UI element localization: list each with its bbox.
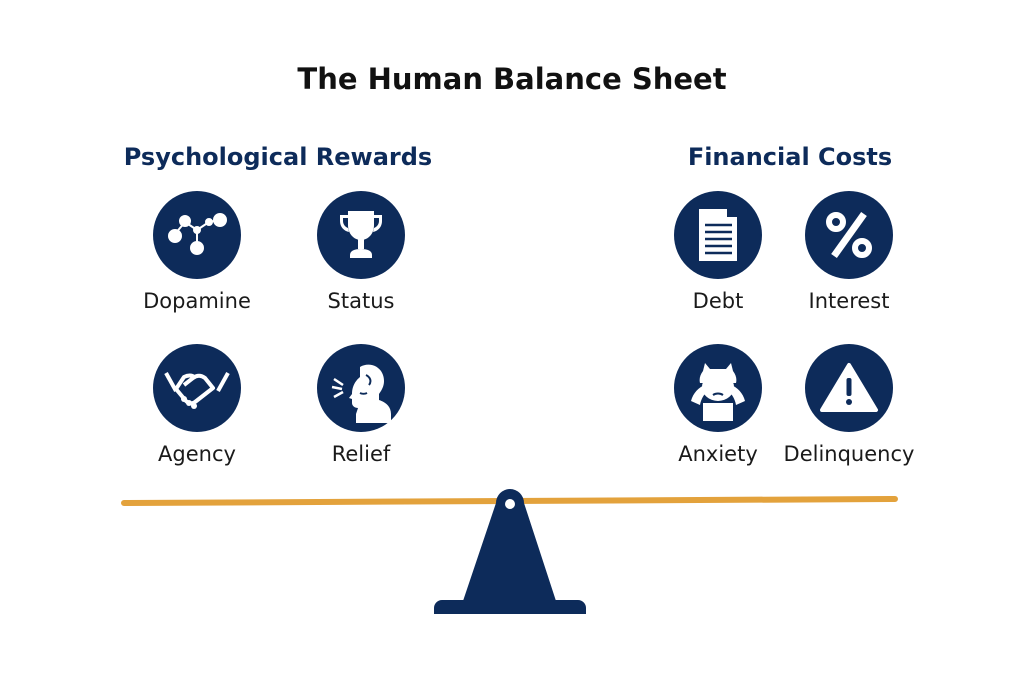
scale-fulcrum: [463, 489, 556, 601]
trophy-icon: [317, 191, 405, 279]
item-relief: Relief: [281, 344, 441, 466]
molecule-icon: [153, 191, 241, 279]
item-anxiety: Anxiety: [638, 344, 798, 466]
item-label: Delinquency: [783, 442, 915, 466]
item-label: Debt: [692, 289, 744, 313]
handshake-icon: [153, 344, 241, 432]
item-delinquency: Delinquency: [769, 344, 929, 466]
item-label: Anxiety: [678, 442, 758, 466]
item-label: Interest: [808, 289, 890, 313]
item-status: Status: [281, 191, 441, 313]
item-label: Agency: [158, 442, 236, 466]
exhale-person-icon: [317, 344, 405, 432]
item-agency: Agency: [117, 344, 277, 466]
item-interest: Interest: [769, 191, 929, 313]
warning-icon: [805, 344, 893, 432]
rewards-heading: Psychological Rewards: [123, 143, 433, 171]
percent-icon: [805, 191, 893, 279]
scale-base: [434, 600, 586, 614]
document-icon: [674, 191, 762, 279]
item-dopamine: Dopamine: [117, 191, 277, 313]
item-label: Relief: [331, 442, 391, 466]
item-label: Dopamine: [143, 289, 251, 313]
page-title: The Human Balance Sheet: [297, 62, 727, 96]
item-label: Status: [327, 289, 395, 313]
costs-heading: Financial Costs: [687, 143, 893, 171]
item-debt: Debt: [638, 191, 798, 313]
pivot-hole: [505, 499, 515, 509]
stressed-person-icon: [674, 344, 762, 432]
